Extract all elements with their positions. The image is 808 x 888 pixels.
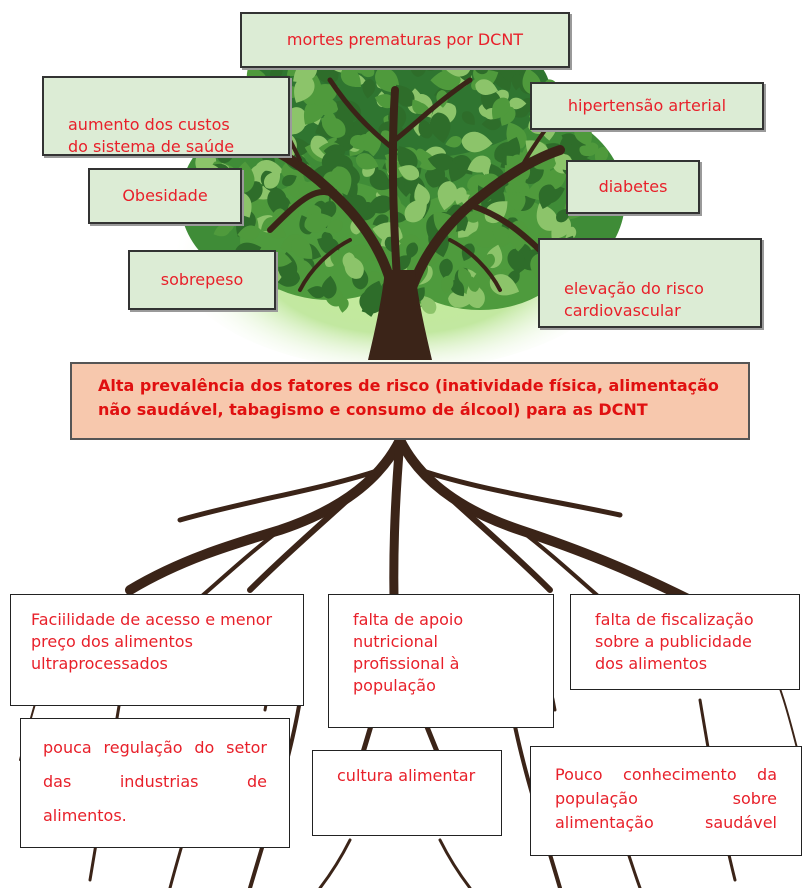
cause-apoio-nutricional: falta de apoio nutricional profissional … <box>328 594 554 728</box>
core-problem-box: Alta prevalência dos fatores de risco (i… <box>70 362 750 440</box>
cause-acesso-label: Faciilidade de acesso e menor preço dos … <box>31 610 273 673</box>
cause-fiscalizacao: falta de fiscalização sobre a publicidad… <box>570 594 800 690</box>
cause-fiscalizacao-label: falta de fiscalização sobre a publicidad… <box>595 610 754 673</box>
consequence-hipertensao-label: hipertensão arterial <box>567 96 727 115</box>
consequence-sobrepeso-label: sobrepeso <box>160 270 244 289</box>
consequence-sobrepeso: sobrepeso <box>128 250 276 310</box>
cause-acesso-preco: Faciilidade de acesso e menor preço dos … <box>10 594 304 706</box>
consequence-hipertensao: hipertensão arterial <box>530 82 764 130</box>
trunk <box>368 270 432 360</box>
consequence-obesidade-label: Obesidade <box>122 186 208 205</box>
consequence-custos-label: aumento dos custos do sistema de saúde <box>68 115 235 156</box>
cause-cultura-label: cultura alimentar <box>337 766 476 785</box>
cause-apoio-label: falta de apoio nutricional profissional … <box>353 610 464 695</box>
consequence-risco-cardiovascular: elevação do risco cardiovascular <box>538 238 762 328</box>
cause-cultura-alimentar: cultura alimentar <box>312 750 502 836</box>
consequence-obesidade: Obesidade <box>88 168 242 224</box>
cause-regulacao: pouca regulação do setor das industrias … <box>20 718 290 848</box>
cause-regulacao-label: pouca regulação do setor das industrias … <box>43 738 267 825</box>
cause-conhecimento-label: Pouco conhecimento da população sobre al… <box>555 765 777 832</box>
core-problem-label: Alta prevalência dos fatores de risco (i… <box>98 376 719 419</box>
consequence-mortes-prematuras: mortes prematuras por DCNT <box>240 12 570 68</box>
consequence-aumento-custos: aumento dos custos do sistema de saúde <box>42 76 290 156</box>
consequence-mortes-label: mortes prematuras por DCNT <box>286 30 524 49</box>
cause-conhecimento: Pouco conhecimento da população sobre al… <box>530 746 802 856</box>
consequence-diabetes-label: diabetes <box>598 177 668 196</box>
consequence-cardio-label: elevação do risco cardiovascular <box>564 279 704 320</box>
consequence-diabetes: diabetes <box>566 160 700 214</box>
